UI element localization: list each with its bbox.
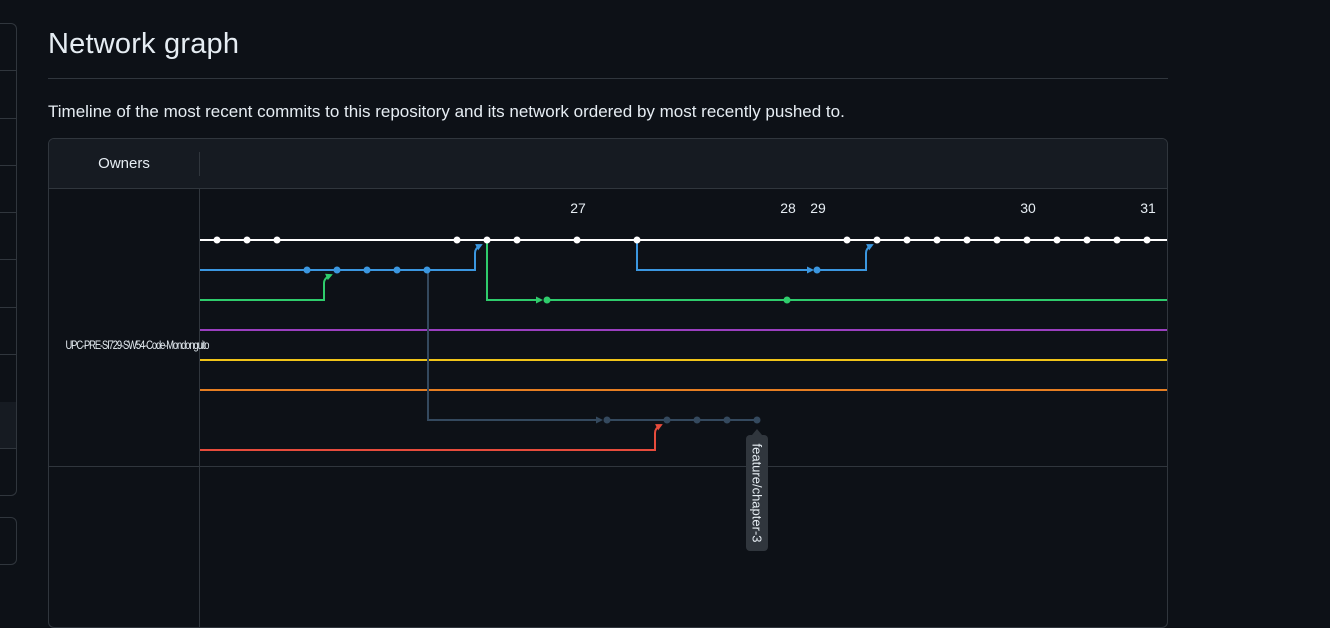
date-label-28: 28: [780, 200, 796, 216]
date-label-31: 31: [1140, 200, 1156, 216]
commit-dot-icon: [963, 236, 971, 244]
blue-commits: [303, 266, 821, 274]
commit-dot-icon: [783, 296, 791, 304]
master-commits: [213, 236, 1151, 244]
commit-dot-icon: [273, 236, 281, 244]
owner-row-divider: [49, 466, 1167, 467]
sidebar-divider: [0, 307, 16, 308]
merge-arrow-icon: [865, 244, 874, 254]
commit-dot-icon: [1053, 236, 1061, 244]
commit-dot-icon: [1113, 236, 1121, 244]
commit-dot-icon: [1143, 236, 1151, 244]
commit-dot-icon: [333, 266, 341, 274]
owners-column-divider: [199, 189, 200, 627]
branch-label-tag[interactable]: feature/chapter-3: [746, 429, 768, 551]
sidebar-divider: [0, 118, 16, 119]
commit-dot-icon: [693, 416, 701, 424]
date-label-27: 27: [570, 200, 586, 216]
page-description: Timeline of the most recent commits to t…: [48, 102, 845, 121]
slate-commits: [603, 416, 761, 424]
commit-dot-icon: [993, 236, 1001, 244]
commit-dot-icon: [213, 236, 221, 244]
left-sidebar-secondary: [0, 517, 17, 565]
branch-line-red: [200, 433, 656, 451]
commit-dot-icon: [243, 236, 251, 244]
network-graph-panel: Owners UPC-PRE-SI729-SW54-Code-Mondongui…: [48, 138, 1168, 628]
commit-dot-icon: [933, 236, 941, 244]
sidebar-divider: [0, 165, 16, 166]
commit-dot-icon: [873, 236, 881, 244]
branch-label: feature/chapter-3: [749, 443, 765, 543]
merge-arrow-icon: [474, 244, 483, 254]
commit-dot-icon: [903, 236, 911, 244]
branch-line-blue-2: [636, 240, 814, 274]
owners-header: Owners: [98, 155, 150, 172]
sidebar-divider: [0, 448, 16, 449]
page-title: Network graph: [48, 28, 240, 60]
commit-dot-icon: [1023, 236, 1031, 244]
commit-dot-icon: [603, 416, 611, 424]
branch-line-slate: [427, 270, 603, 424]
commit-dot-icon: [543, 296, 551, 304]
date-label-30: 30: [1020, 200, 1036, 216]
branch-line-green-2: [486, 240, 543, 304]
commit-dot-icon: [663, 416, 671, 424]
header-divider: [199, 152, 200, 176]
commit-dot-icon: [573, 236, 581, 244]
network-graph-canvas[interactable]: [49, 139, 1168, 628]
sidebar-divider: [0, 212, 16, 213]
title-divider: [48, 78, 1168, 79]
commit-dot-icon: [1083, 236, 1091, 244]
commit-dot-icon: [753, 416, 761, 424]
sidebar-divider: [0, 354, 16, 355]
commit-dot-icon: [513, 236, 521, 244]
commit-dot-icon: [363, 266, 371, 274]
commit-dot-icon: [633, 236, 641, 244]
sidebar-divider: [0, 70, 16, 71]
date-label-29: 29: [810, 200, 826, 216]
commit-dot-icon: [483, 236, 491, 244]
owner-name[interactable]: UPC-PRE-SI729-SW54-Code-Mondonguito: [65, 338, 210, 352]
merge-arrow-icon: [323, 273, 333, 284]
sidebar-divider: [0, 259, 16, 260]
merge-arrow-icon: [654, 424, 663, 434]
sidebar-item-network-active[interactable]: [0, 402, 16, 448]
commit-dot-icon: [393, 266, 401, 274]
commit-dot-icon: [843, 236, 851, 244]
commit-dot-icon: [813, 266, 821, 274]
branch-line-green: [200, 283, 325, 301]
commit-dot-icon: [303, 266, 311, 274]
network-graph-header: Owners: [49, 139, 1167, 189]
branch-line-blue-3: [818, 253, 867, 271]
commit-dot-icon: [423, 266, 431, 274]
branch-line-blue: [200, 253, 476, 271]
commit-dot-icon: [453, 236, 461, 244]
commit-dot-icon: [723, 416, 731, 424]
green-commits: [543, 296, 791, 304]
left-sidebar-nav: [0, 23, 17, 496]
